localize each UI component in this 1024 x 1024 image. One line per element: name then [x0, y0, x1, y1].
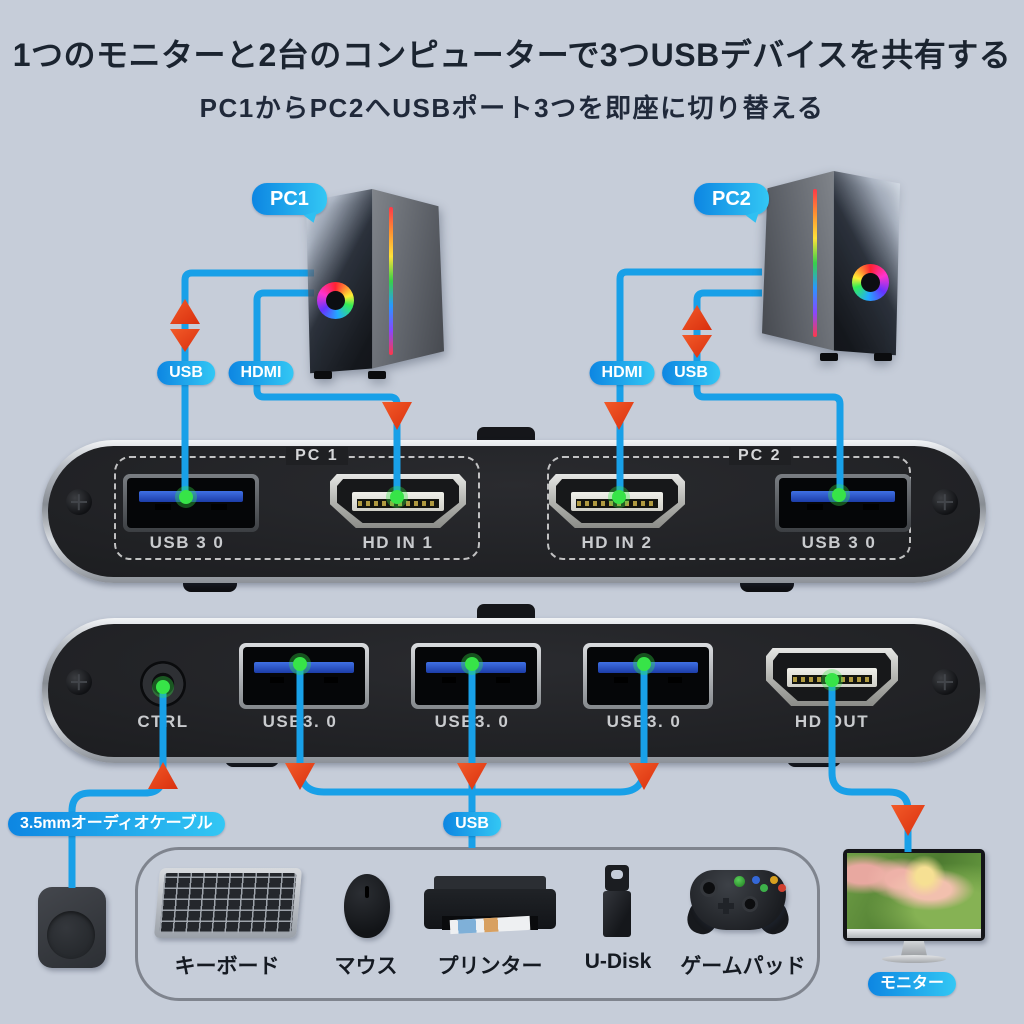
- gamepad-image: [683, 870, 793, 938]
- usb-badge-left: USB: [157, 361, 215, 385]
- screw-icon: [66, 489, 92, 515]
- pc1-group-label: PC 1: [286, 447, 348, 465]
- pc1-rgb-strip: [388, 207, 393, 356]
- usb3-port-back-1: [239, 643, 369, 709]
- port-label: USB 3 0: [149, 533, 225, 552]
- device-label: プリンター: [437, 955, 543, 978]
- device-label: マウス: [334, 955, 398, 978]
- arrow-up-icon: [170, 299, 200, 324]
- hdmi-badge-right: HDMI: [589, 361, 655, 385]
- arrow-down-icon: [382, 402, 412, 430]
- port-label: USB 3 0: [801, 533, 877, 552]
- port-label: USB3. 0: [434, 712, 510, 731]
- switch-top-button-back: [477, 604, 535, 620]
- pc1-badge: PC1: [252, 183, 327, 215]
- keyboard-image: [153, 868, 303, 938]
- device-label: U-Disk: [584, 950, 652, 973]
- port-label: HD IN 2: [581, 533, 653, 552]
- port-label: USB3. 0: [262, 712, 338, 731]
- hdmi-in2-port: [549, 474, 685, 528]
- screw-icon: [932, 489, 958, 515]
- arrow-down-icon: [285, 763, 315, 790]
- port-label: HD OUT: [794, 712, 870, 731]
- screw-icon: [932, 669, 958, 695]
- page-title: 1つのモニターと2台のコンピューターで3つUSBデバイスを共有する: [12, 37, 1012, 73]
- arrow-up-icon: [148, 762, 178, 789]
- arrow-down-icon: [604, 402, 634, 430]
- port-label: HD IN 1: [362, 533, 434, 552]
- port-label: USB3. 0: [606, 712, 682, 731]
- usb3-port-pc1: [123, 474, 259, 532]
- monitor-badge: モニター: [867, 972, 957, 996]
- arrow-up-icon: [682, 305, 712, 330]
- arrow-down-icon: [891, 805, 925, 836]
- usb3-port-pc2: [775, 474, 911, 532]
- usb3-port-back-3: [583, 643, 713, 709]
- ctrl-jack-port: [140, 661, 186, 707]
- monitor-screen-photo: [847, 853, 981, 929]
- page-subtitle: PC1からPC2へUSBポート3つを即座に切り替える: [199, 93, 825, 123]
- hdmi-out-port: [766, 648, 898, 706]
- hdmi-badge-left: HDMI: [228, 361, 294, 385]
- pc2-tower-image: [762, 170, 900, 362]
- pc2-group-label: PC 2: [729, 447, 791, 465]
- screw-icon: [66, 669, 92, 695]
- pc2-rgb-strip: [813, 189, 818, 338]
- audio-cable-badge: 3.5mmオーディオケーブル: [8, 812, 225, 836]
- arrow-down-icon: [170, 329, 200, 352]
- pc2-rgb-fan: [852, 264, 889, 301]
- usb-devices-box: [135, 847, 820, 1001]
- switch-top-button: [477, 427, 535, 443]
- pc1-tower-image: [306, 188, 444, 380]
- hdmi-in1-port: [330, 474, 466, 528]
- usb3-port-back-2: [411, 643, 541, 709]
- usb-badge-bottom: USB: [443, 812, 501, 836]
- pc1-rgb-fan: [317, 282, 354, 319]
- mouse-image: [344, 874, 390, 938]
- pc2-badge: PC2: [694, 183, 769, 215]
- arrow-down-icon: [682, 335, 712, 358]
- arrow-down-icon: [629, 763, 659, 790]
- device-label: キーボード: [174, 955, 280, 978]
- usb-badge-right: USB: [662, 361, 720, 385]
- remote-switch-button: [38, 887, 106, 968]
- device-label: ゲームパッド: [680, 955, 806, 978]
- printer-image: [424, 876, 556, 938]
- arrow-down-icon: [457, 763, 487, 790]
- usb-flash-drive-image: [603, 865, 631, 939]
- port-label: CTRL: [137, 712, 189, 731]
